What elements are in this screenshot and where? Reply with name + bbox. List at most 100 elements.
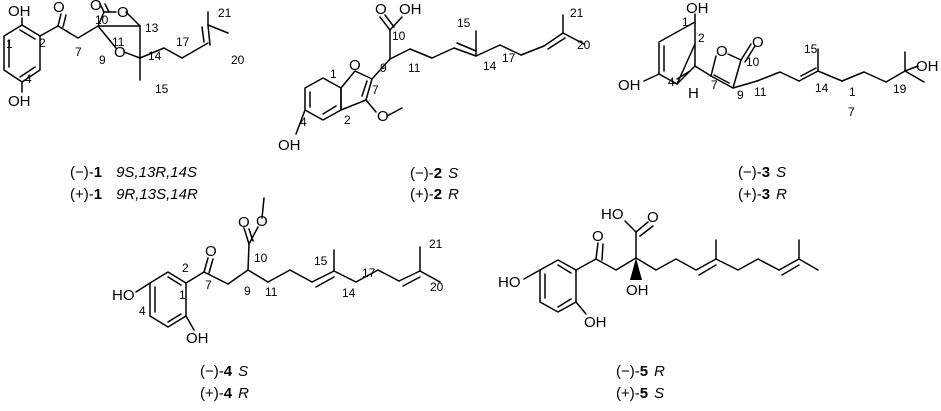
atom-oh: OH — [626, 282, 649, 299]
compound-1-structure — [3, 3, 229, 93]
compound-2-furan-ring — [340, 70, 373, 111]
atom-number: 11 — [112, 35, 125, 49]
atom-oh: OH — [916, 58, 939, 75]
atom-number: 15 — [457, 16, 471, 30]
atom-o: O — [377, 108, 389, 125]
atom-oh: OH — [399, 1, 422, 18]
compound-3-labels: OH OH O O H OH 1 2 4 7 9 10 11 14 15 1 7… — [618, 0, 939, 119]
atom-number: 11 — [408, 61, 421, 75]
atom-number: 7 — [372, 83, 379, 97]
atom-oh: OH — [8, 93, 31, 110]
atom-o: O — [117, 4, 129, 21]
atom-o: O — [205, 243, 217, 260]
atom-number: 14 — [483, 59, 497, 73]
atom-h: H — [688, 85, 699, 102]
atom-o: O — [238, 214, 250, 231]
atom-number: 15 — [155, 82, 169, 96]
atom-number: 21 — [570, 6, 584, 20]
atom-number: 10 — [95, 13, 109, 27]
atom-number: 11 — [754, 85, 767, 99]
atom-oh: OH — [186, 330, 209, 347]
atom-number: 20 — [430, 280, 444, 294]
atom-oh: OH — [618, 77, 641, 94]
atom-number: 4 — [668, 75, 675, 89]
atom-oh: OH — [686, 0, 709, 17]
atom-o: O — [375, 1, 387, 18]
atom-number: 4 — [300, 115, 307, 129]
atom-number: 1 — [6, 37, 13, 51]
atom-number: 14 — [342, 286, 356, 300]
atom-number: 10 — [254, 251, 268, 265]
atom-oh: OH — [8, 3, 31, 20]
compound-5-structure — [523, 220, 819, 315]
atom-number: 20 — [577, 38, 591, 52]
compound-2-labels: O OH O O OH 1 2 4 7 9 10 11 14 15 17 20 … — [278, 1, 591, 154]
compound-5-labels: HO OH O HO O OH — [498, 206, 659, 331]
atom-number: 9 — [99, 53, 106, 67]
atom-ho: HO — [498, 274, 521, 291]
atom-number: 2 — [698, 31, 705, 45]
atom-oh: OH — [584, 314, 607, 331]
compound-4-labels: HO OH O O O 1 2 4 7 9 10 11 14 15 17 20 … — [112, 213, 444, 347]
atom-number: 15 — [314, 254, 328, 268]
atom-number: 13 — [145, 21, 159, 35]
atom-number: 20 — [231, 53, 245, 67]
atom-o: O — [90, 0, 102, 14]
atom-o: O — [752, 34, 764, 51]
atom-o: O — [114, 44, 126, 61]
atom-number: 9 — [244, 284, 251, 298]
atom-ho: HO — [112, 287, 135, 304]
atom-number: 11 — [265, 285, 278, 299]
atom-number: 7 — [711, 78, 718, 92]
atom-number: 9 — [737, 88, 744, 102]
atom-oh: OH — [278, 137, 301, 154]
atom-number: 2 — [344, 113, 351, 127]
atom-number: 1 — [330, 67, 337, 81]
atom-number: 7 — [848, 105, 855, 119]
atom-number: 17 — [362, 266, 376, 280]
compound-3-structure — [643, 13, 925, 89]
atom-o: O — [647, 209, 659, 226]
atom-number: 14 — [148, 49, 162, 63]
atom-o: O — [592, 228, 604, 245]
atom-o: O — [716, 43, 728, 60]
atom-number: 10 — [746, 55, 760, 69]
atom-o: O — [349, 57, 361, 74]
atom-number: 9 — [380, 61, 387, 75]
atom-number: 1 — [849, 85, 856, 99]
compound-4-structure — [135, 197, 441, 331]
atom-number: 7 — [75, 45, 82, 59]
atom-number: 15 — [804, 42, 818, 56]
compound-1-labels: OH OH O O O O 1 2 4 7 9 10 11 13 14 15 1… — [6, 0, 245, 110]
atom-number: 2 — [39, 36, 46, 50]
atom-number: 17 — [176, 35, 190, 49]
atom-number: 1 — [179, 288, 186, 302]
atom-number: 4 — [25, 72, 32, 86]
atom-number: 14 — [815, 81, 829, 95]
atom-o: O — [256, 213, 268, 230]
atom-o: O — [53, 0, 65, 16]
atom-number: 7 — [205, 278, 212, 292]
atom-ho: HO — [601, 206, 624, 223]
atom-number: 10 — [392, 29, 406, 43]
atom-number: 2 — [182, 261, 189, 275]
atom-number: 19 — [893, 82, 907, 96]
atom-number: 1 — [682, 15, 689, 29]
compound-2-structure — [295, 14, 585, 135]
atom-number: 17 — [502, 51, 516, 65]
atom-number: 4 — [139, 304, 146, 318]
atom-number: 21 — [218, 6, 232, 20]
atom-number: 21 — [429, 237, 443, 251]
compound-5-wedge-bond — [630, 258, 642, 280]
